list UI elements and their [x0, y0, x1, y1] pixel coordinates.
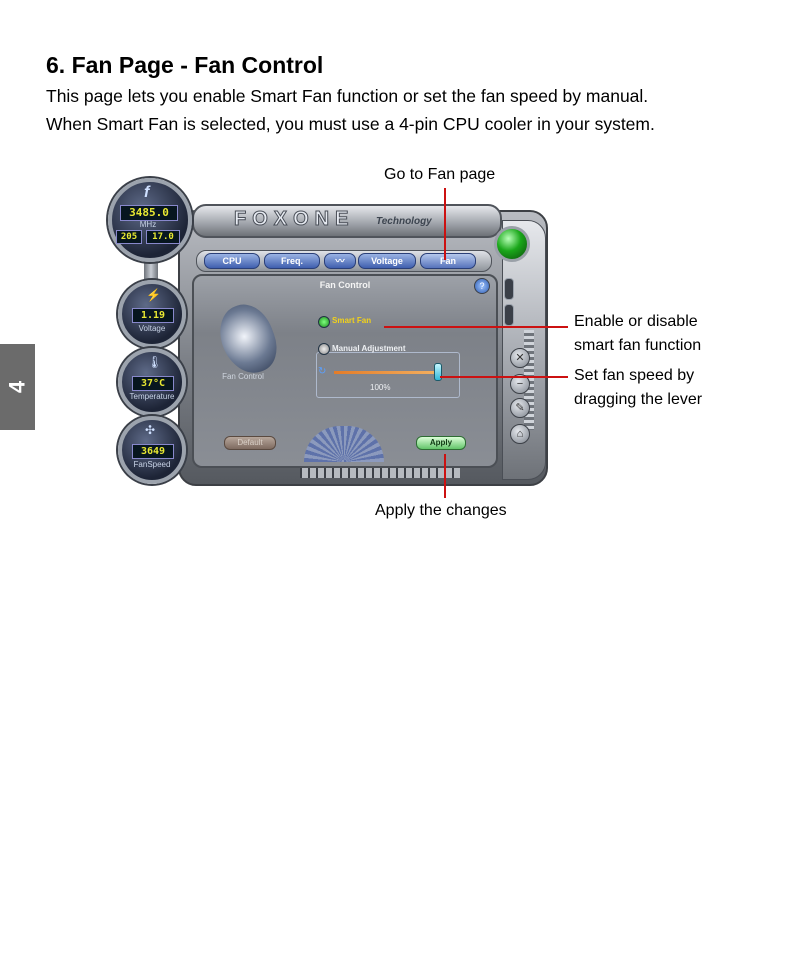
- fan-speed-slider-thumb[interactable]: [434, 363, 442, 381]
- bottom-grille: [300, 468, 460, 478]
- foxone-app-window: FOXONE Technology CPU Freq. 〰 Voltage Fa…: [100, 170, 560, 500]
- tab-cpu[interactable]: CPU: [204, 253, 260, 269]
- tab-freq[interactable]: Freq.: [264, 253, 320, 269]
- callout-line-smart-fan: [384, 326, 568, 328]
- fsb-readout: 205: [116, 230, 142, 244]
- multiplier-readout: 17.0: [146, 230, 180, 244]
- tab-wave-icon[interactable]: 〰: [324, 253, 356, 269]
- close-icon[interactable]: ✕: [510, 348, 530, 368]
- fan-speed-gauge: ✣ 3649 FanSpeed: [118, 416, 186, 484]
- temperature-gauge: 🌡 37°C Temperature: [118, 348, 186, 416]
- chapter-number: 4: [4, 380, 30, 394]
- tab-voltage[interactable]: Voltage: [358, 253, 416, 269]
- callout-enable-line2: smart fan function: [574, 337, 702, 354]
- home-icon[interactable]: ⌂: [510, 424, 530, 444]
- callout-line-apply: [444, 454, 446, 498]
- callout-enable-line1: Enable or disable: [574, 313, 698, 330]
- callout-apply: Apply the changes: [375, 502, 507, 519]
- manual-adjust-label: Manual Adjustment: [332, 344, 406, 353]
- section-heading: 6. Fan Page - Fan Control: [46, 52, 324, 78]
- tab-fan[interactable]: Fan: [420, 253, 476, 269]
- foxone-f-icon: f: [144, 184, 150, 201]
- temperature-label: Temperature: [129, 392, 175, 401]
- down-toggle[interactable]: [504, 304, 514, 326]
- reset-icon[interactable]: ↻: [318, 366, 327, 377]
- manual-adjust-radio[interactable]: [318, 343, 330, 355]
- cpu-freq-readout: 3485.0: [120, 205, 178, 221]
- voltage-readout: 1.19: [132, 308, 174, 323]
- help-icon[interactable]: ?: [474, 278, 490, 294]
- tools-icon[interactable]: ✎: [510, 398, 530, 418]
- chapter-side-tab: 4: [0, 344, 35, 430]
- fan-speed-label: FanSpeed: [133, 460, 171, 469]
- voltage-label: Voltage: [138, 324, 166, 333]
- intro-paragraph-1: This page lets you enable Smart Fan func…: [46, 86, 649, 106]
- lightning-icon: ⚡: [146, 288, 161, 302]
- temperature-readout: 37°C: [132, 376, 174, 391]
- cpu-frequency-gauge: f 3485.0 MHz 205 17.0: [108, 178, 192, 262]
- fan-logo-icon: [211, 297, 285, 381]
- brand-logo: FOXONE: [233, 208, 355, 231]
- callout-line-slider: [440, 376, 568, 378]
- callout-line-fan-tab: [444, 188, 446, 260]
- voltage-gauge: ⚡ 1.19 Voltage: [118, 280, 186, 348]
- default-button[interactable]: Default: [224, 436, 276, 450]
- up-toggle[interactable]: [504, 278, 514, 300]
- speed-arc-decoration: [304, 426, 384, 462]
- fan-icon: ✣: [145, 423, 156, 437]
- power-orb-icon[interactable]: [494, 226, 530, 262]
- minimize-icon[interactable]: −: [510, 374, 530, 394]
- fan-control-panel: Fan Control ? Fan Control Smart Fan Manu…: [192, 274, 498, 468]
- callout-go-to-fan: Go to Fan page: [384, 166, 496, 183]
- manual-adjust-group: [316, 352, 460, 398]
- intro-paragraph-2: When Smart Fan is selected, you must use…: [46, 114, 655, 134]
- thermometer-icon: 🌡: [147, 355, 163, 369]
- smart-fan-radio[interactable]: [318, 316, 330, 328]
- fan-speed-readout: 3649: [132, 444, 174, 459]
- callout-speed-line1: Set fan speed by: [574, 367, 695, 384]
- brand-subtitle: Technology: [376, 216, 432, 227]
- fan-speed-slider-track[interactable]: [334, 371, 438, 374]
- panel-title: Fan Control: [319, 280, 371, 290]
- brand-bar: FOXONE Technology: [192, 204, 502, 238]
- callout-speed-line2: dragging the lever: [574, 391, 703, 408]
- apply-button[interactable]: Apply: [416, 436, 466, 450]
- fan-logo-label: Fan Control: [222, 372, 264, 381]
- smart-fan-label: Smart Fan: [332, 316, 372, 325]
- mhz-label: MHz: [139, 220, 157, 229]
- slider-percent-label: 100%: [370, 383, 391, 392]
